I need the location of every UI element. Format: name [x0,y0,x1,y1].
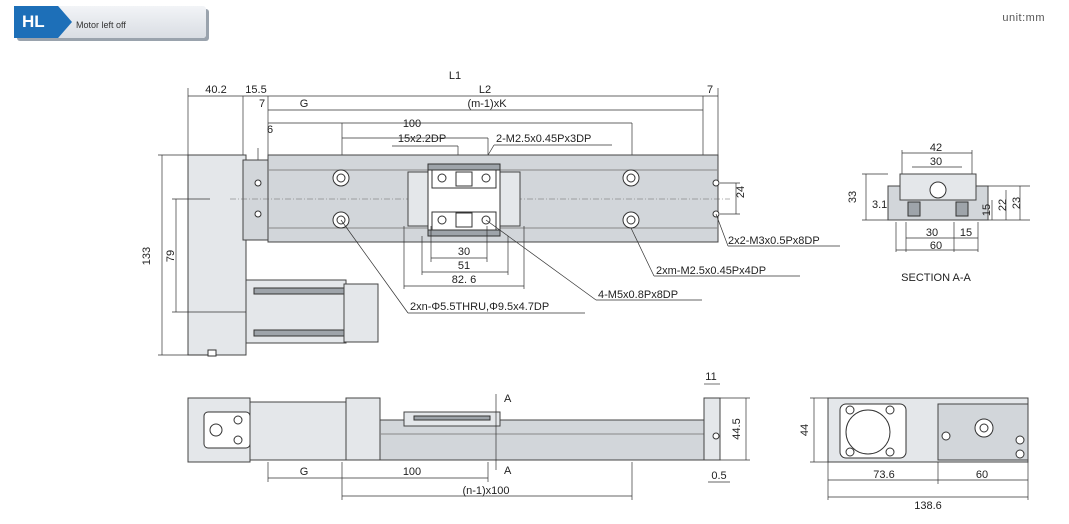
dim-33: 33 [847,191,859,203]
side-motor-body [249,401,349,461]
dim-l2: L2 [479,84,491,96]
dim-40-2: 40.2 [205,84,226,96]
side-view: 11 A A 44.5 G 100 (n-1)x100 0.5 [187,371,750,500]
dim-60-end: 60 [976,469,988,481]
dim-g: G [300,98,309,110]
dim-60: 60 [930,240,942,252]
model-description: Motor left off [76,20,126,30]
end-view: 44 73.6 60 138.6 [799,397,1029,512]
dim-138-6: 138.6 [914,500,942,512]
dim-23: 23 [1011,197,1023,209]
dim-30-bottom: 30 [926,227,938,239]
dim-73-6: 73.6 [873,469,894,481]
dim-133: 133 [141,247,153,265]
dim-0-5: 0.5 [711,470,726,482]
dim-22: 22 [997,199,1009,211]
dim-3-1: 3.1 [872,199,887,211]
model-badge: HL Motor left off [14,6,210,42]
dim-6: 6 [267,124,273,136]
dim-42: 42 [930,142,942,154]
section-title: SECTION A-A [901,272,971,284]
dim-30: 30 [458,246,470,258]
dim-82-6: 82. 6 [452,274,476,286]
callout-m3: 2x2-M3x0.5Px8DP [728,235,820,247]
side-motor-cap [345,397,381,461]
motor-cap [343,283,379,343]
dim-24: 24 [735,186,747,198]
unit-label: unit:mm [1002,12,1045,24]
motor-end-housing [187,154,247,356]
dim-15-side: 15 [981,204,993,216]
model-code: HL [14,6,72,38]
dim-15-bottom: 15 [960,227,972,239]
section-mark-a-bottom: A [504,465,512,477]
callout-m5: 4-M5x0.8Px8DP [598,289,678,301]
dim-n-100: (n-1)x100 [462,485,509,497]
section-view: 42 30 33 3.1 15 22 23 30 15 60 SECTION A… [847,142,1030,284]
dim-7-right: 7 [707,84,713,96]
dim-44-5: 44.5 [731,418,743,439]
dim-100: 100 [403,118,421,130]
dim-51: 51 [458,260,470,272]
callout-xm: 2xm-M2.5x0.45Px4DP [656,265,766,277]
dim-15-5: 15.5 [245,84,266,96]
side-end-block [703,397,721,461]
top-view: L1 40.2 15.5 L2 7 7 G (m-1)xK 6 100 15x2… [141,70,840,357]
dim-g-side: G [300,466,309,478]
end-plate [242,159,269,241]
dim-l1: L1 [449,70,461,82]
callout-m25: 2-M2.5x0.45Px3DP [496,133,591,145]
dim-7-left: 7 [259,98,265,110]
dim-44: 44 [799,424,811,436]
dim-11: 11 [705,371,716,383]
dim-100-side: 100 [403,466,421,478]
section-mark-a-top: A [504,393,512,405]
dim-30-top: 30 [930,156,942,168]
callout-thru: 2xn-Φ5.5THRU,Φ9.5x4.7DP [410,301,549,313]
dim-15x2-2dp: 15x2.2DP [398,133,446,145]
dim-79: 79 [165,250,177,262]
side-rail [379,419,721,461]
dim-mk: (m-1)xK [467,98,507,110]
